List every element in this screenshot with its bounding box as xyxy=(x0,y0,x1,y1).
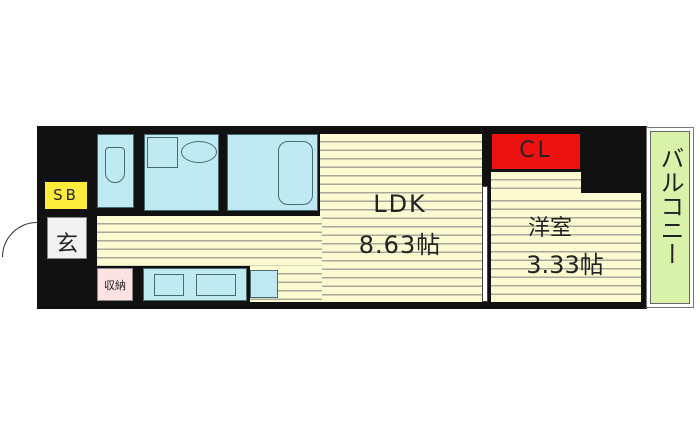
toilet-icon xyxy=(105,147,125,183)
balcony: バルコニー xyxy=(646,127,694,308)
ldk-size: 8.63帖 xyxy=(358,231,442,259)
entrance-door[interactable] xyxy=(2,222,37,257)
stove-icon xyxy=(154,274,184,296)
storage-label: 収納 xyxy=(104,279,126,292)
toilet xyxy=(97,134,134,208)
corridor-floor xyxy=(97,216,322,266)
washing-machine-icon xyxy=(147,137,178,168)
closet: CL xyxy=(492,134,580,169)
balcony-floor xyxy=(650,131,690,304)
kitchen-counter xyxy=(143,268,247,301)
shoe-box-label: SB xyxy=(53,186,79,204)
storage: 収納 xyxy=(97,268,133,301)
room-divider xyxy=(482,186,488,302)
closet-label: CL xyxy=(519,138,553,163)
washroom xyxy=(144,134,219,211)
sink-icon xyxy=(181,141,217,163)
ldk-label: LDK xyxy=(373,190,427,218)
western-room-label: 洋室 xyxy=(527,216,572,241)
entrance: 玄 xyxy=(47,217,87,259)
balcony-label: バルコニー xyxy=(656,146,684,266)
western-room xyxy=(491,193,641,302)
bathroom xyxy=(227,134,318,211)
refrigerator-space xyxy=(250,270,278,298)
closet-front xyxy=(491,172,581,194)
western-room-size: 3.33帖 xyxy=(526,251,604,279)
ldk-floor xyxy=(320,134,482,302)
bathtub-icon xyxy=(278,141,313,205)
kitchen-sink-icon xyxy=(196,274,236,296)
entrance-label: 玄 xyxy=(55,232,78,257)
shoe-box: SB xyxy=(45,182,87,209)
